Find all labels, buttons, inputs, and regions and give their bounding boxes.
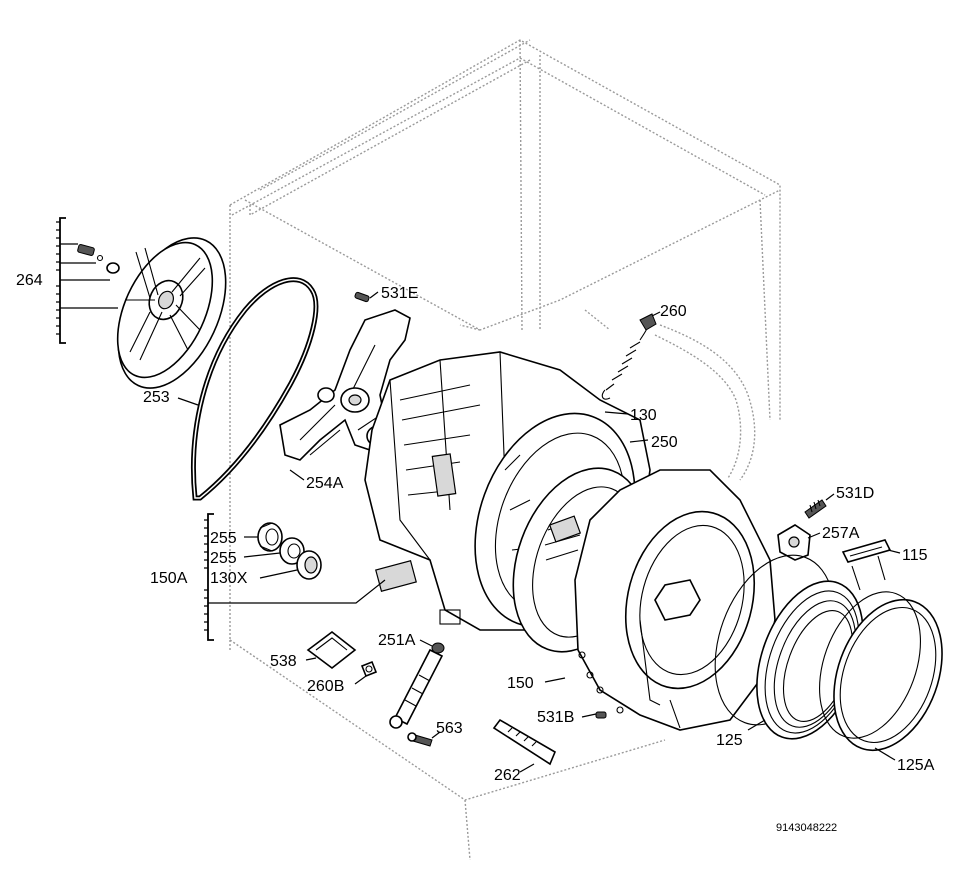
- seal-130X[interactable]: [296, 550, 322, 580]
- pin-563-icon[interactable]: [407, 732, 433, 747]
- label-125: 125: [716, 732, 743, 749]
- label-563: 563: [436, 720, 463, 737]
- leader-251A: [419, 639, 433, 647]
- screw-531E-icon[interactable]: [354, 291, 370, 303]
- leader-260B: [354, 675, 367, 685]
- label-130: 130: [630, 407, 657, 424]
- mounting-plate[interactable]: [306, 630, 357, 670]
- bracket-264: [56, 217, 118, 344]
- label-260B: 260B: [307, 678, 344, 695]
- label-250: 250: [651, 434, 678, 451]
- label-262: 262: [494, 767, 521, 784]
- bearing-255a[interactable]: [257, 522, 283, 552]
- leader-257A: [807, 532, 821, 539]
- leader-130X: [259, 569, 298, 579]
- label-531D: 531D: [836, 485, 874, 502]
- tub-spring[interactable]: [601, 313, 657, 400]
- leader-130: [604, 411, 629, 415]
- shock-absorber[interactable]: [389, 642, 445, 729]
- label-538: 538: [270, 653, 297, 670]
- label-150A: 150A: [150, 570, 188, 587]
- door-ring[interactable]: [801, 578, 962, 766]
- label-531B: 531B: [537, 709, 574, 726]
- leader-531B: [581, 713, 597, 718]
- leader-125: [747, 719, 766, 731]
- label-254A: 254A: [306, 475, 344, 492]
- leader-538: [305, 657, 317, 661]
- label-255b: 255: [210, 550, 237, 567]
- leader-250: [629, 439, 649, 443]
- label-257A: 257A: [822, 525, 860, 542]
- label-260: 260: [660, 303, 687, 320]
- label-125A: 125A: [897, 757, 935, 774]
- screw-531D-icon[interactable]: [804, 499, 827, 519]
- label-255a: 255: [210, 530, 237, 547]
- label-264: 264: [16, 272, 43, 289]
- leader-531E: [369, 291, 379, 299]
- leader-125A: [874, 747, 896, 761]
- pulley[interactable]: [97, 221, 248, 405]
- front-tub-half[interactable]: [574, 469, 776, 731]
- leader-253: [177, 397, 199, 406]
- clip-260B[interactable]: [360, 660, 378, 678]
- label-115: 115: [902, 547, 928, 564]
- label-531E: 531E: [381, 285, 418, 302]
- leader-150: [544, 677, 566, 683]
- pulley-bolt-icon[interactable]: [77, 244, 120, 274]
- leader-563: [431, 731, 441, 739]
- door-handle[interactable]: [841, 539, 892, 591]
- leader-260: [651, 311, 661, 317]
- leader-255b: [243, 552, 281, 558]
- drawing-number: 9143048222: [776, 822, 837, 834]
- leader-262: [519, 763, 535, 773]
- label-130X: 130X: [210, 570, 248, 587]
- bracket-150A: [204, 513, 386, 641]
- label-251A: 251A: [378, 632, 416, 649]
- label-150: 150: [507, 675, 534, 692]
- counterweight[interactable]: [492, 718, 557, 766]
- label-253: 253: [143, 389, 170, 406]
- door-hinge[interactable]: [777, 524, 811, 561]
- leader-531D: [825, 493, 835, 501]
- screw-531B-icon[interactable]: [595, 711, 607, 719]
- leader-115: [887, 549, 901, 554]
- cabinet-outline: [229, 39, 781, 861]
- drive-belt[interactable]: [190, 277, 319, 501]
- leader-254A: [289, 469, 305, 481]
